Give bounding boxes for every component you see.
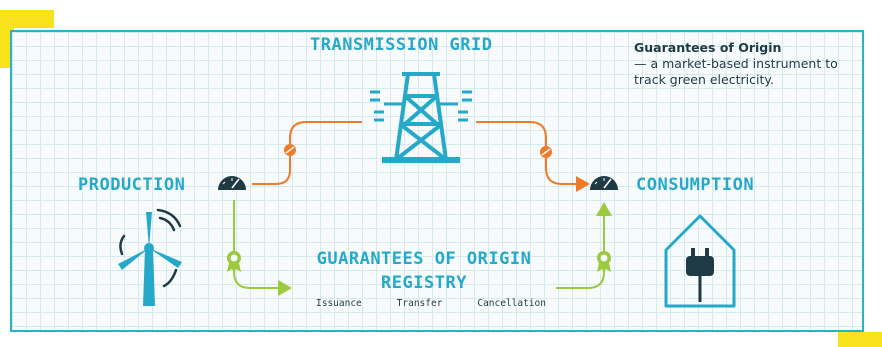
orange-valve-icon-right (540, 146, 552, 158)
green-flow-right (556, 202, 612, 289)
meter-icon-right (590, 176, 618, 190)
house-plug-icon (664, 214, 736, 308)
certificate-icon (227, 251, 241, 273)
info-block: Guarantees of Origin — a market-based in… (634, 40, 854, 88)
registry-step-transfer: Transfer (396, 298, 443, 309)
orange-flow-right (476, 121, 590, 192)
green-flow-left (233, 200, 292, 296)
transmission-tower-icon (370, 72, 472, 163)
meter-icon (218, 176, 246, 190)
wind-turbine-icon (118, 212, 182, 306)
transmission-grid-title: TRANSMISSION GRID (310, 35, 493, 55)
consumption-title: CONSUMPTION (636, 175, 755, 195)
registry-step-issuance: Issuance (316, 298, 362, 309)
certificate-icon-right (597, 251, 611, 273)
registry-steps: Issuance Transfer Cancellation (316, 298, 546, 309)
registry-step-cancellation: Cancellation (477, 298, 546, 309)
orange-valve-icon (284, 144, 296, 156)
wind-gust-icon (119, 208, 182, 288)
yellow-corner-tab-bottom (838, 332, 882, 347)
yellow-corner-tab (0, 10, 54, 28)
info-title: Guarantees of Origin (634, 40, 782, 55)
orange-flow-left (252, 121, 362, 185)
registry-title: GUARANTEES OF ORIGIN REGISTRY (316, 249, 532, 293)
production-title: PRODUCTION (78, 175, 186, 195)
info-body: — a market-based instrument to track gre… (634, 56, 838, 87)
